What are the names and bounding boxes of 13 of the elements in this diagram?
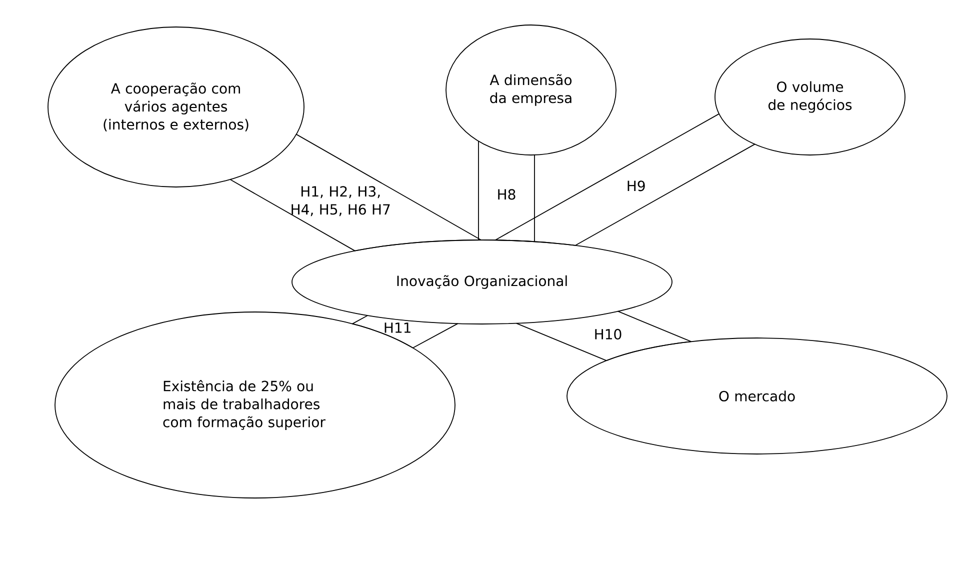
- double-connector: [516, 310, 692, 362]
- double-connector: [230, 134, 482, 252]
- edge-label: H8: [498, 189, 516, 200]
- ellipse-node: O volume de negócios: [714, 38, 906, 156]
- edge-label: H1, H2, H3, H4, H5, H6 H7: [292, 186, 390, 216]
- ellipse-node: A dimensão da empresa: [446, 24, 616, 156]
- edge-label: H10: [595, 328, 622, 340]
- ellipse-node: A cooperação com vários agentes (internos e externos): [48, 26, 304, 188]
- edge-label: H9: [628, 180, 645, 192]
- double-connector: [494, 113, 756, 246]
- double-connector: [478, 140, 535, 242]
- double-connector: [352, 315, 458, 348]
- edge-label: H11: [384, 322, 410, 333]
